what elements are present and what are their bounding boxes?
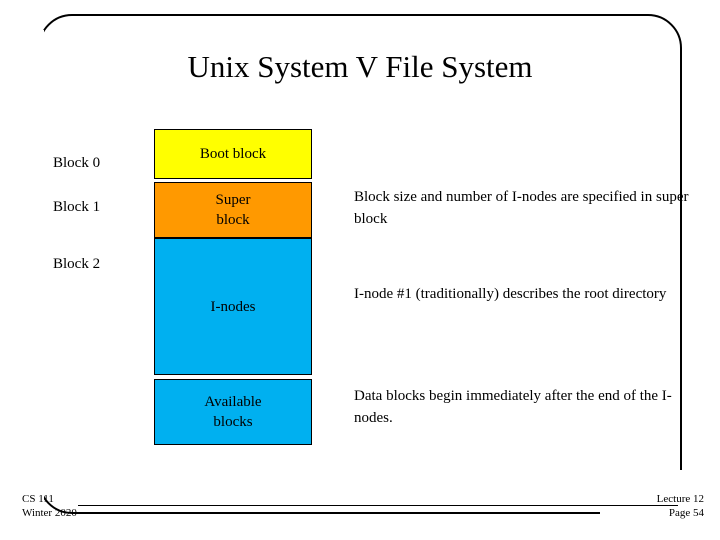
diagram-box-boot-block: Boot block bbox=[154, 129, 312, 179]
diagram-box-boot-block-label: Boot block bbox=[199, 146, 267, 162]
footer-term: Winter 2020 bbox=[22, 507, 77, 519]
note-super-block: Block size and number of I-nodes are spe… bbox=[354, 189, 689, 227]
block-label-1: Block 1 bbox=[53, 199, 101, 215]
footer-page-number: Page 54 bbox=[668, 507, 704, 519]
footer-lecture-number: Lecture 12 bbox=[656, 493, 704, 505]
border-mask-left bbox=[0, 30, 44, 500]
footer-lecture-info: Lecture 12 Page 54 bbox=[657, 492, 704, 520]
slide-border bbox=[38, 14, 682, 514]
diagram-box-inodes: I-nodes bbox=[154, 238, 312, 375]
diagram-box-inodes-label: I-nodes bbox=[210, 298, 256, 315]
footer-divider bbox=[78, 505, 678, 506]
footer-course-name: CS 111 bbox=[22, 493, 54, 505]
note-data-blocks: Data blocks begin immediately after the … bbox=[354, 388, 672, 426]
block-label-2: Block 2 bbox=[53, 256, 101, 272]
footer-course: CS 111 Winter 2020 bbox=[22, 492, 77, 520]
page-title: Unix System V File System bbox=[187, 49, 533, 84]
block-label-0: Block 0 bbox=[53, 155, 101, 171]
note-inode-root-directory: I-node #1 (traditionally) describes the … bbox=[354, 286, 667, 302]
